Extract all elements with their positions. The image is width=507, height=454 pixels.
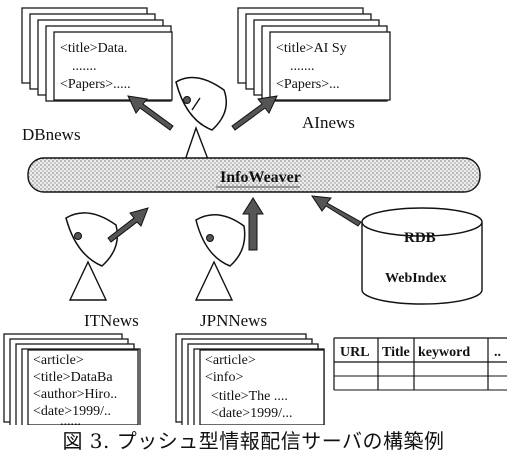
ainews-label: AInews [302, 113, 355, 132]
dbnews-doc-line3: <Papers>..... [60, 77, 131, 92]
table-header-keyword: keyword [418, 345, 470, 360]
itnews-doc-stack: <article> <title>DataBa <author>Hiro.. <… [3, 333, 141, 425]
jpnnews-satellite-dish-icon [194, 214, 246, 301]
jpnnews-doc-line5: ...... [240, 415, 261, 425]
jpnnews-doc-stack: <article> <info> <title>The .... <date>1… [175, 333, 325, 425]
dbnews-doc-stack: <title>Data. ....... <Papers>..... [21, 7, 173, 102]
ainews-doc-line1: <title>AI Sy [276, 41, 347, 56]
jpnnews-label: JPNNews [200, 311, 267, 330]
jpnnews-doc-line2: <info> [205, 370, 243, 385]
dbnews-label: DBnews [22, 125, 81, 144]
dbnews-doc-line2: ....... [72, 59, 97, 74]
itnews-satellite-dish-icon [65, 212, 119, 301]
jpnnews-doc-line3: <title>The .... [211, 389, 288, 404]
table-header-title: Title [382, 345, 410, 360]
push-server-diagram: <title>Data. ....... <Papers>..... <titl… [3, 7, 507, 425]
itnews-doc-line4: <date>1999/.. [33, 404, 111, 419]
ainews-doc-line3: <Papers>... [276, 77, 340, 92]
itnews-arrow-icon [107, 207, 149, 243]
rdb-sublabel: WebIndex [385, 271, 446, 286]
jpnnews-arrow-icon [242, 197, 264, 251]
ainews-doc-stack: <title>AI Sy ....... <Papers>... [237, 7, 391, 102]
rdb-arrow-icon [310, 195, 362, 227]
dbnews-doc-line1: <title>Data. [60, 41, 128, 56]
itnews-doc-line2: <title>DataBa [33, 370, 113, 385]
arrow-to-dbnews-icon [127, 95, 174, 131]
hub-satellite-dish-icon [175, 76, 227, 176]
itnews-doc-line3: <author>Hiro.. [33, 387, 117, 402]
webindex-table: URL Title keyword .. [333, 337, 507, 391]
infoweaver-hub [27, 157, 481, 193]
table-header-url: URL [340, 345, 370, 360]
jpnnews-doc-line4: <date>1999/... [211, 406, 293, 421]
table-header-more: .. [494, 345, 501, 360]
itnews-doc-line5: ...... [60, 414, 81, 425]
figure-caption: 図 3. プッシュ型情報配信サーバの構築例 [62, 429, 445, 453]
hub-label: InfoWeaver [220, 169, 301, 186]
rdb-database-icon [361, 207, 483, 305]
arrow-to-ainews-icon [231, 95, 278, 131]
jpnnews-doc-line1: <article> [205, 353, 256, 368]
itnews-label: ITNews [84, 311, 139, 330]
rdb-label: RDB [404, 230, 436, 246]
itnews-doc-line1: <article> [33, 353, 84, 368]
ainews-doc-line2: ....... [290, 59, 315, 74]
